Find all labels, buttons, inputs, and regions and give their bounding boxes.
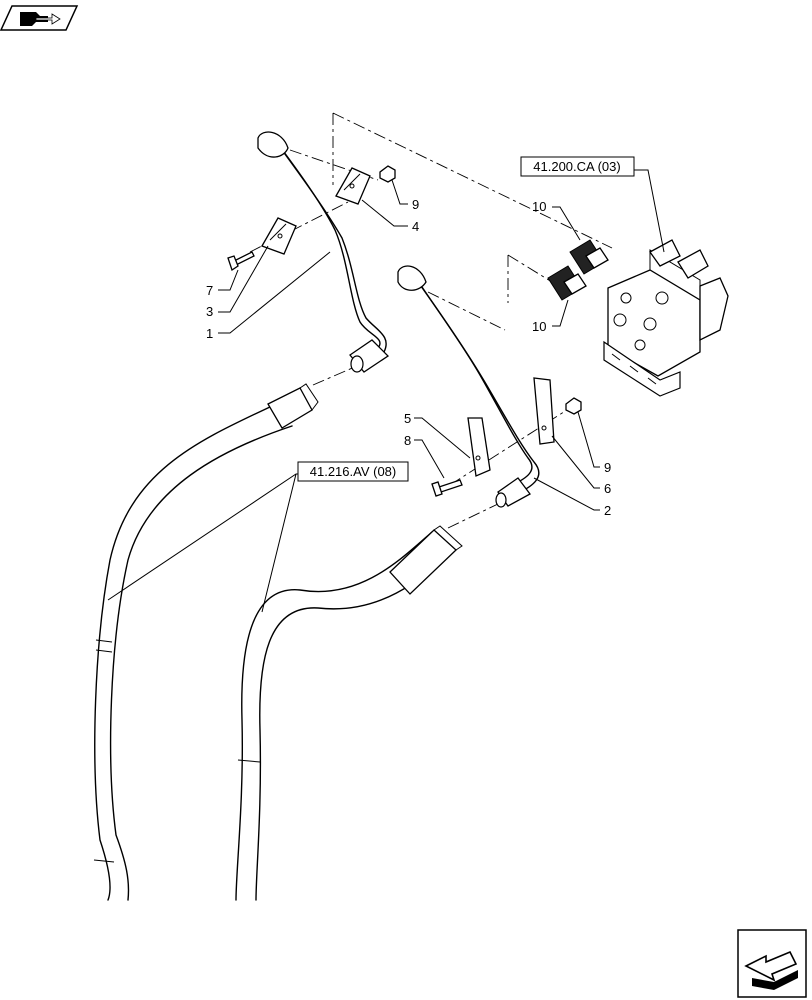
clamp-half-6: [533, 377, 555, 445]
reference-link-top[interactable]: 41.200.CA (03): [520, 156, 635, 177]
callout-5: 5: [404, 411, 411, 426]
steering-valve: [603, 239, 729, 397]
callout-8: 8: [404, 433, 411, 448]
bolt-7: [227, 251, 255, 272]
reference-leader-top: [634, 169, 665, 253]
callout-6: 6: [604, 481, 611, 496]
svg-text:41.200.CA (03): 41.200.CA (03): [533, 159, 620, 174]
reference-link-middle[interactable]: 41.216.AV (08): [297, 461, 409, 482]
nut-9-upper: [379, 165, 396, 183]
nut-9-lower: [565, 397, 582, 415]
callout-leaders: [218, 179, 600, 511]
callout-9-upper: 9: [412, 197, 419, 212]
callout-7: 7: [206, 283, 213, 298]
clamp-half-3: [261, 217, 297, 255]
view-navigation-icon[interactable]: [0, 5, 79, 31]
hose-right: [235, 525, 463, 901]
bolt-8: [431, 479, 463, 497]
callout-9-lower: 9: [604, 460, 611, 475]
clamp-half-4: [335, 167, 371, 205]
callout-1: 1: [206, 326, 213, 341]
callout-2: 2: [604, 503, 611, 518]
callout-3: 3: [206, 304, 213, 319]
fitting-10-lower: [547, 265, 587, 301]
callout-10-upper: 10: [532, 199, 546, 214]
pipe-1: [257, 131, 390, 373]
hose-left: [93, 383, 319, 901]
callout-10-lower: 10: [532, 319, 546, 334]
reference-leader-middle: [107, 473, 298, 613]
next-page-arrow-icon[interactable]: [737, 929, 807, 998]
pipe-2: [397, 265, 540, 508]
fitting-10-upper: [569, 239, 609, 275]
clamp-half-5: [467, 417, 491, 477]
svg-text:41.216.AV (08): 41.216.AV (08): [310, 464, 396, 479]
callout-4: 4: [412, 219, 419, 234]
